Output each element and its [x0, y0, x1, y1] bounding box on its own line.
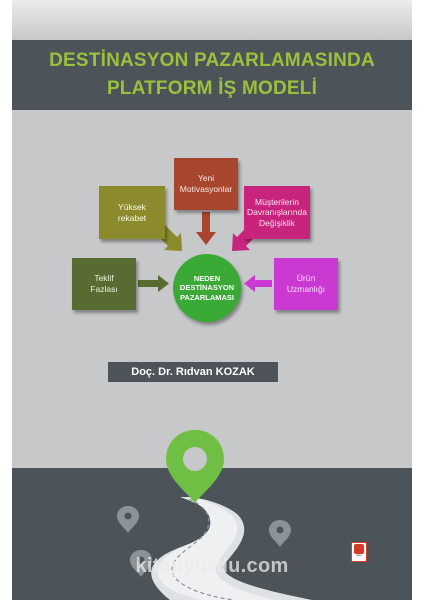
small-pin-icon [269, 520, 291, 547]
small-pin-icon [130, 550, 152, 577]
book-cover: DESTİNASYON PAZARLAMASINDA PLATFORM İŞ M… [12, 0, 412, 600]
title-line-2: PLATFORM İŞ MODELİ [106, 78, 318, 99]
watermark: kitapyurdu.com [135, 555, 289, 577]
arrow-right-icon [138, 275, 169, 292]
small-pin-icon [117, 506, 139, 533]
publisher-logo: ekin [351, 542, 367, 562]
publisher-logo-icon [354, 544, 364, 554]
title-line-1: DESTİNASYON PAZARLAMASINDA [49, 50, 375, 71]
arrow-left-icon [244, 275, 272, 292]
author-name: Doç. Dr. Rıdvan KOZAK [108, 362, 278, 382]
arrow-down-icon [196, 212, 216, 245]
title-band: DESTİNASYON PAZARLAMASINDA PLATFORM İŞ M… [12, 40, 412, 110]
location-pin-icon [166, 430, 224, 503]
center-circle: NEDEN DESTİNASYON PAZARLAMASI [173, 254, 241, 322]
diagram-arrows [12, 212, 412, 600]
